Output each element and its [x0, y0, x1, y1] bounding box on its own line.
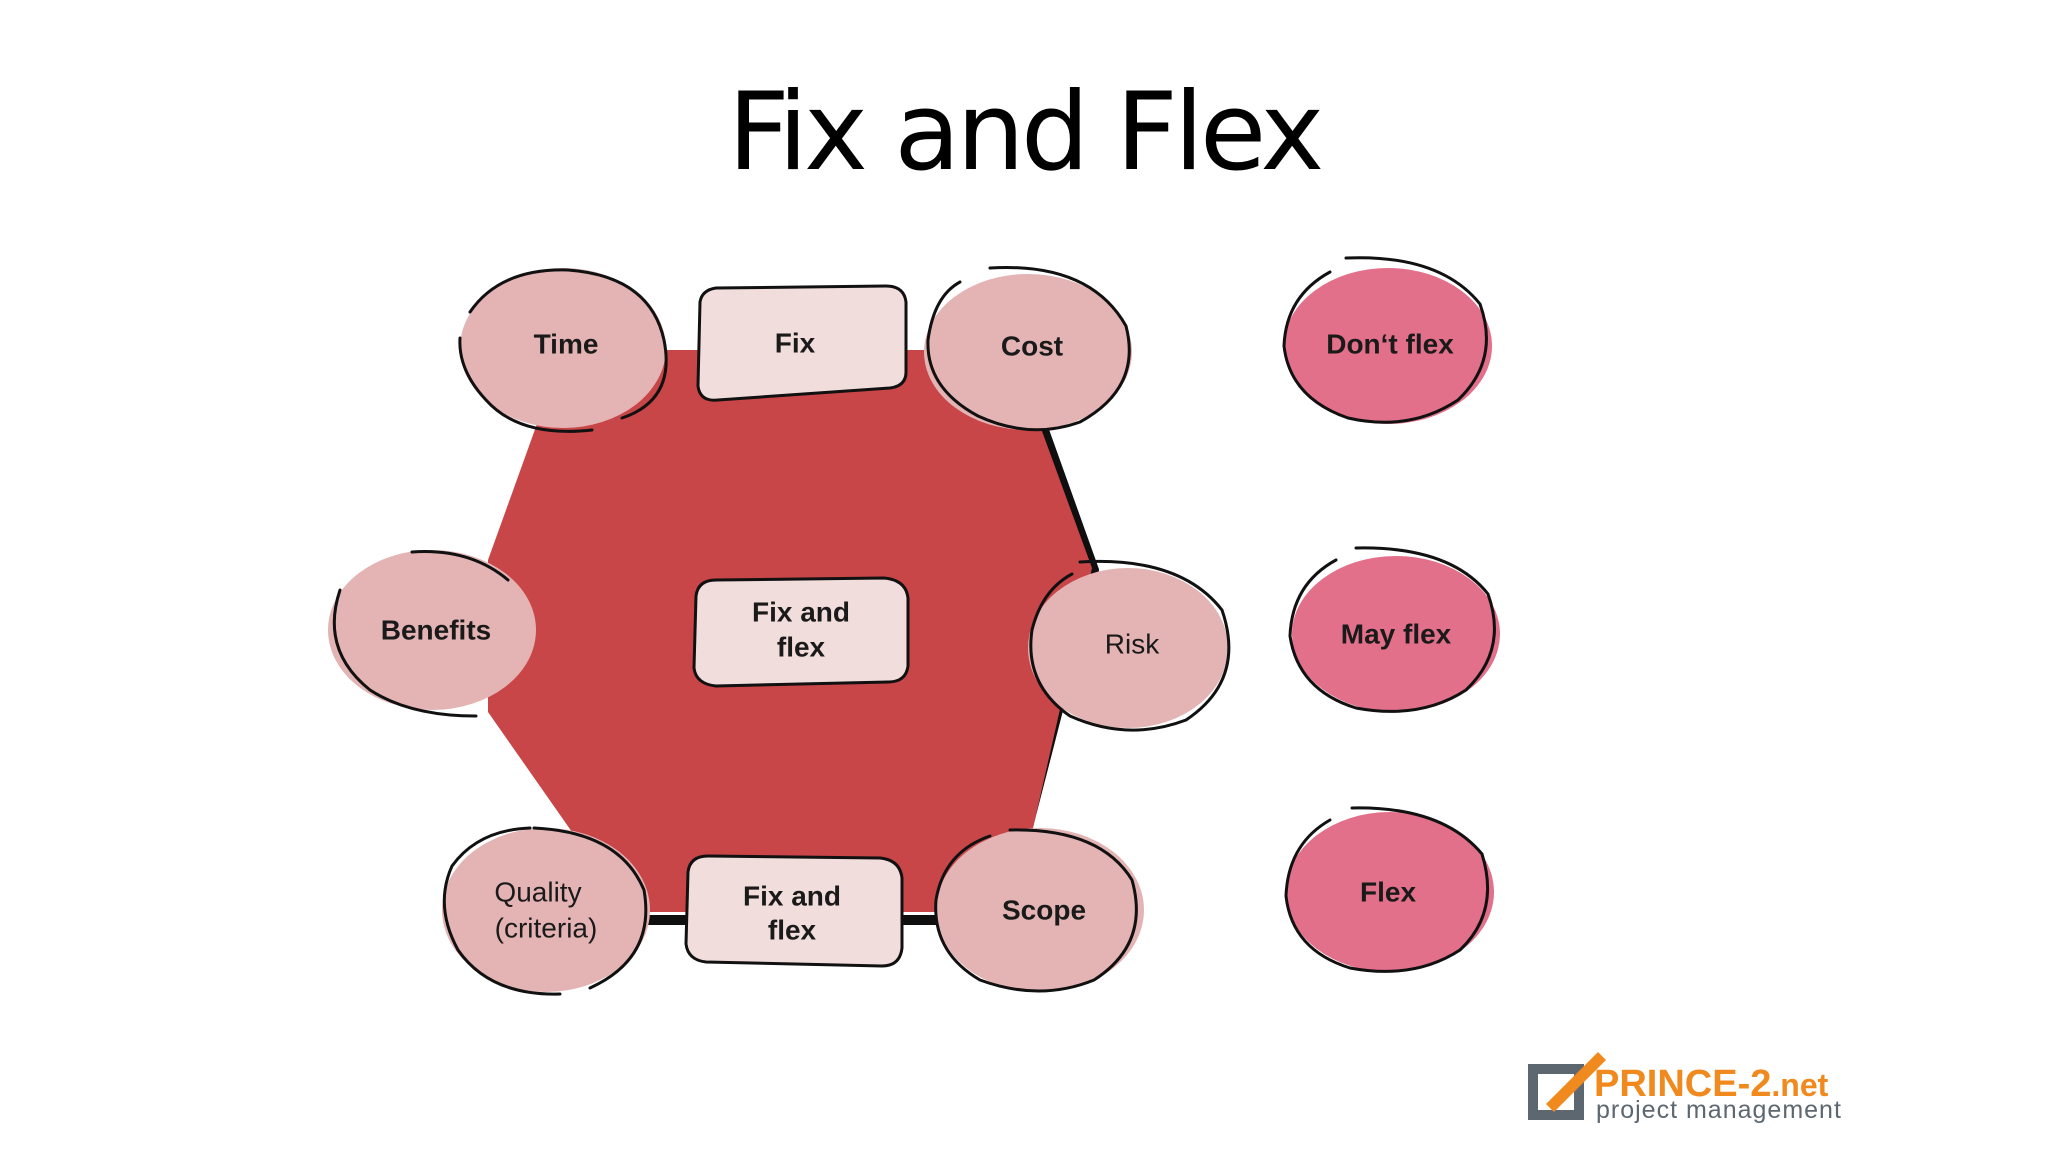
logo-brand: PRINCE-2.net: [1594, 1063, 1829, 1105]
logo-brand-name: PRINCE-2: [1594, 1063, 1771, 1105]
benefits-circle: Benefits: [328, 550, 536, 718]
scope-label: Scope: [1002, 894, 1086, 925]
legend-may-flex-label: May flex: [1341, 618, 1452, 649]
quality-circle: Quality (criteria): [442, 826, 650, 996]
scope-circle: Scope: [934, 828, 1144, 993]
legend-dont-flex-label: Don‘t flex: [1326, 328, 1454, 359]
logo-brand-suffix: .net: [1771, 1067, 1828, 1103]
center-fix-and-flex-box: Fix and flex: [692, 576, 910, 688]
legend-flex-label: Flex: [1360, 876, 1416, 907]
risk-circle: Risk: [1028, 559, 1231, 732]
slide-title: Fix and Flex: [727, 70, 1325, 195]
legend-may-flex: May flex: [1288, 546, 1500, 713]
legend-flex: Flex: [1284, 806, 1494, 973]
bottom-fix-and-flex-box: Fix and flex: [684, 854, 904, 968]
prince2-logo: PRINCE-2.net project management: [1528, 1052, 1842, 1124]
benefits-label: Benefits: [381, 614, 491, 645]
fix-box-label: Fix: [775, 327, 816, 358]
bottom-label-line1: Fix and: [743, 880, 841, 911]
center-label-line1: Fix and: [752, 596, 850, 627]
logo-tagline: project management: [1596, 1096, 1842, 1124]
fix-box: Fix: [696, 284, 908, 402]
cost-circle: Cost: [924, 265, 1132, 432]
center-label-line2: flex: [777, 631, 826, 662]
cost-label: Cost: [1001, 330, 1063, 361]
time-label: Time: [534, 328, 599, 359]
risk-label: Risk: [1105, 628, 1160, 659]
legend-dont-flex: Don‘t flex: [1282, 256, 1492, 424]
quality-label-line2: (criteria): [495, 912, 598, 943]
time-circle: Time: [458, 268, 668, 433]
bottom-label-line2: flex: [768, 914, 817, 945]
quality-label-line1: Quality: [494, 876, 581, 907]
